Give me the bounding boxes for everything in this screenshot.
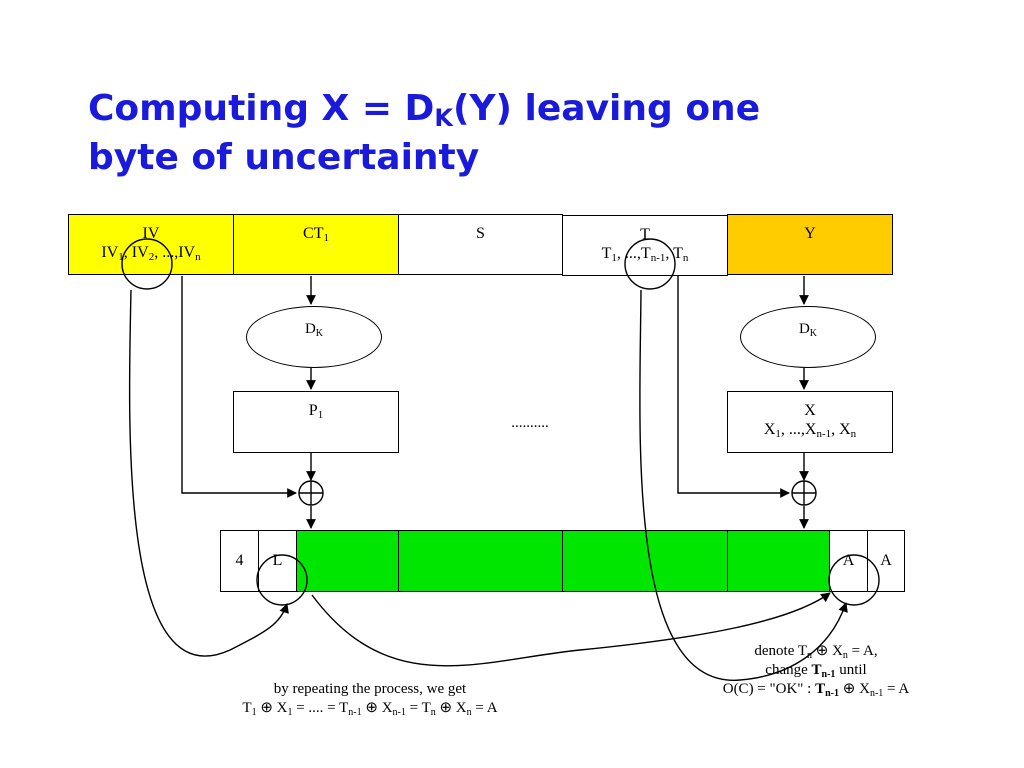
y-label: Y <box>804 225 816 242</box>
caption-right-line1: denote Tn ⊕ Xn = A, <box>754 643 878 661</box>
curve-iv-to-l <box>128 289 289 657</box>
ct1-label: CT <box>303 225 324 242</box>
p1-box: P1 <box>233 391 399 453</box>
cell-green-2 <box>398 530 563 592</box>
cell-green-3 <box>562 530 728 592</box>
caption-left-line2: T1 ⊕ X1 = .... = Tn-1 ⊕ Xn-1 = Tn ⊕ Xn =… <box>242 700 498 718</box>
t-label: T <box>640 226 650 243</box>
cell-green-4 <box>727 530 830 592</box>
ellipsis-dots: .......... <box>511 415 549 431</box>
s-label: S <box>476 225 485 242</box>
arrow-t-to-xor <box>677 276 790 498</box>
highlight-circle-tn <box>624 238 676 290</box>
caption-right: denote Tn ⊕ Xn = A, change Tn-1 until O(… <box>676 642 956 699</box>
caption-right-line2: change Tn-1 until <box>765 662 867 680</box>
iv-sequence: IV1, IV2, ...,IVn <box>101 244 201 263</box>
iv-label: IV <box>142 225 160 242</box>
decrypt-ellipse-left: DK <box>246 306 382 368</box>
title-text: Computing X = D <box>88 88 435 129</box>
x-box: X X1, ...,Xn-1, Xn <box>727 391 893 453</box>
caption-left: by repeating the process, we get T1 ⊕ X1… <box>170 680 570 718</box>
curve-l-to-a <box>311 592 831 667</box>
caption-left-line1: by repeating the process, we get <box>273 681 467 697</box>
curve-tn-to-a <box>639 289 848 681</box>
cell-green-1 <box>296 530 399 592</box>
t-box: T T1, ...,Tn-1, Tn <box>562 215 728 276</box>
arrow-iv-to-xor <box>181 276 297 498</box>
ct1-box: CT1 <box>233 214 399 275</box>
title-subscript: K <box>434 104 454 132</box>
cell-L: L <box>258 530 297 592</box>
slide-title: Computing X = DK(Y) leaving one byte of u… <box>88 84 968 182</box>
highlight-circle-a <box>828 554 880 606</box>
iv-box: IV IV1, IV2, ...,IVn <box>68 214 234 275</box>
decrypt-ellipse-right: DK <box>740 306 876 368</box>
s-box: S <box>398 214 563 275</box>
highlight-circle-l <box>256 554 308 606</box>
caption-right-line3: O(C) = "OK" : Tn-1 ⊕ Xn-1 = A <box>722 681 910 699</box>
x-label: X <box>804 402 816 419</box>
x-sequence: X1, ...,Xn-1, Xn <box>763 421 857 440</box>
title-text: byte of uncertainty <box>88 137 480 178</box>
y-box: Y <box>727 214 893 275</box>
p1-label: P <box>308 402 318 419</box>
cell-A1: A <box>829 530 868 592</box>
highlight-circle-iv1 <box>121 238 173 290</box>
title-text: (Y) leaving one <box>453 88 761 129</box>
cell-A2: A <box>867 530 905 592</box>
